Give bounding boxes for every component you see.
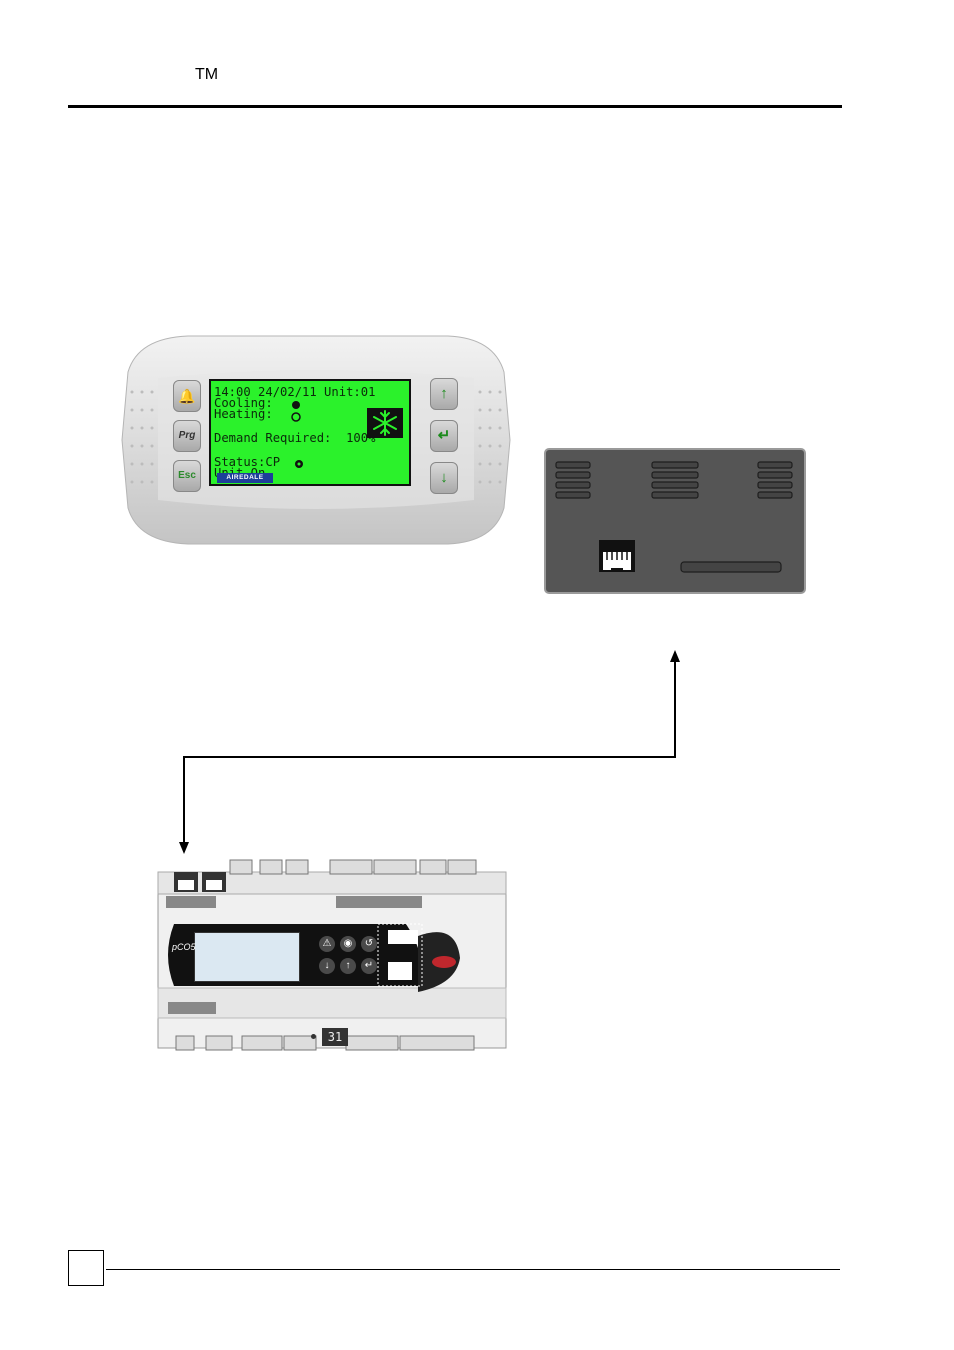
lcd-line-datetime: 14:00 24/02/11 Unit:01 [214,385,376,399]
trademark-symbol: TM [195,66,219,83]
footer-rule [106,1269,840,1270]
snowflake-icon [367,408,403,438]
controller-up-button[interactable]: ↑ [340,958,356,974]
lcd-line-demand: Demand Required: 100% [214,431,376,445]
pgd-terminal: 🔔 Prg Esc ↑ ↵ ↓ 14:00 24/02/11 Unit:01 C… [118,332,514,546]
rj12-port-icon [599,540,635,572]
down-button[interactable]: ↓ [430,462,458,494]
header-rule [68,105,842,108]
seven-segment-display: 31 [322,1028,348,1046]
up-button[interactable]: ↑ [430,378,458,410]
lcd-line-status: Status:CP [214,455,281,469]
controller-down-button[interactable]: ↓ [319,958,335,974]
controller-alarm-button[interactable]: ⚠ [319,936,335,952]
terminal-rear-panel [544,448,806,594]
pco-logo: pCO5 [172,942,196,952]
airedale-logo: AIREDALE [217,473,273,483]
lcd-line-heating: Heating: [214,407,273,421]
status-led [311,1034,316,1039]
prg-button[interactable]: Prg [173,420,201,452]
compressor-icon [295,460,303,468]
esc-button[interactable]: Esc [173,460,201,492]
arrow-down-icon [179,842,189,854]
controller-enter-button[interactable]: ↵ [361,958,377,974]
page-number-box [68,1250,104,1286]
pco-controller: pCO5 ⚠ ◉ ↺ ↓ ↑ ↵ 31 [156,858,510,1056]
cooling-heating-indicator-icon [291,401,301,422]
arrow-up-icon [670,650,680,662]
lcd-line-cooling: Cooling: [214,396,273,410]
controller-display [194,932,300,982]
terminal-lcd: 14:00 24/02/11 Unit:01 Cooling: Heating:… [209,379,411,486]
alarm-button[interactable]: 🔔 [173,380,201,412]
enter-button[interactable]: ↵ [430,420,458,452]
controller-prg-button[interactable]: ◉ [340,936,356,952]
controller-esc-button[interactable]: ↺ [361,936,377,952]
